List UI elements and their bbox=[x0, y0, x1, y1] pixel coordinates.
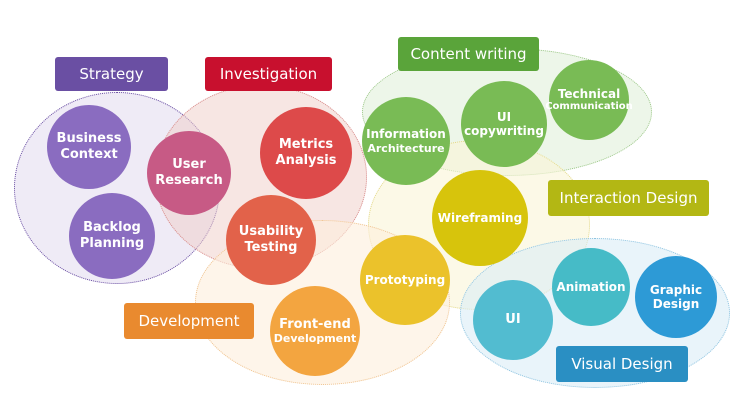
backlog-planning-node: Backlog Planning bbox=[69, 193, 155, 279]
user-research-node: User Research bbox=[147, 131, 231, 215]
technical-communication-node: Technical Communication bbox=[545, 60, 633, 140]
frontend-development-node: Front-end Development bbox=[270, 286, 360, 376]
strategy-label: Strategy bbox=[55, 57, 168, 91]
graphic-design-node: Graphic Design bbox=[635, 256, 717, 338]
business-context-node: Business Context bbox=[47, 105, 131, 189]
prototyping-node: Prototyping bbox=[360, 235, 450, 325]
usability-testing-node: Usability Testing bbox=[226, 195, 316, 285]
development-label: Development bbox=[124, 303, 254, 339]
information-architecture-node: Information Architecture bbox=[362, 97, 450, 185]
content-writing-label: Content writing bbox=[398, 37, 539, 71]
metrics-analysis-node: Metrics Analysis bbox=[260, 107, 352, 199]
animation-node: Animation bbox=[552, 248, 630, 326]
wireframing-node: Wireframing bbox=[432, 170, 528, 266]
interaction-design-label: Interaction Design bbox=[548, 180, 709, 216]
ui-copywriting-node: UI copywriting bbox=[461, 81, 547, 167]
ui-node: UI bbox=[473, 280, 553, 360]
investigation-label: Investigation bbox=[205, 57, 332, 91]
visual-design-label: Visual Design bbox=[556, 346, 688, 382]
